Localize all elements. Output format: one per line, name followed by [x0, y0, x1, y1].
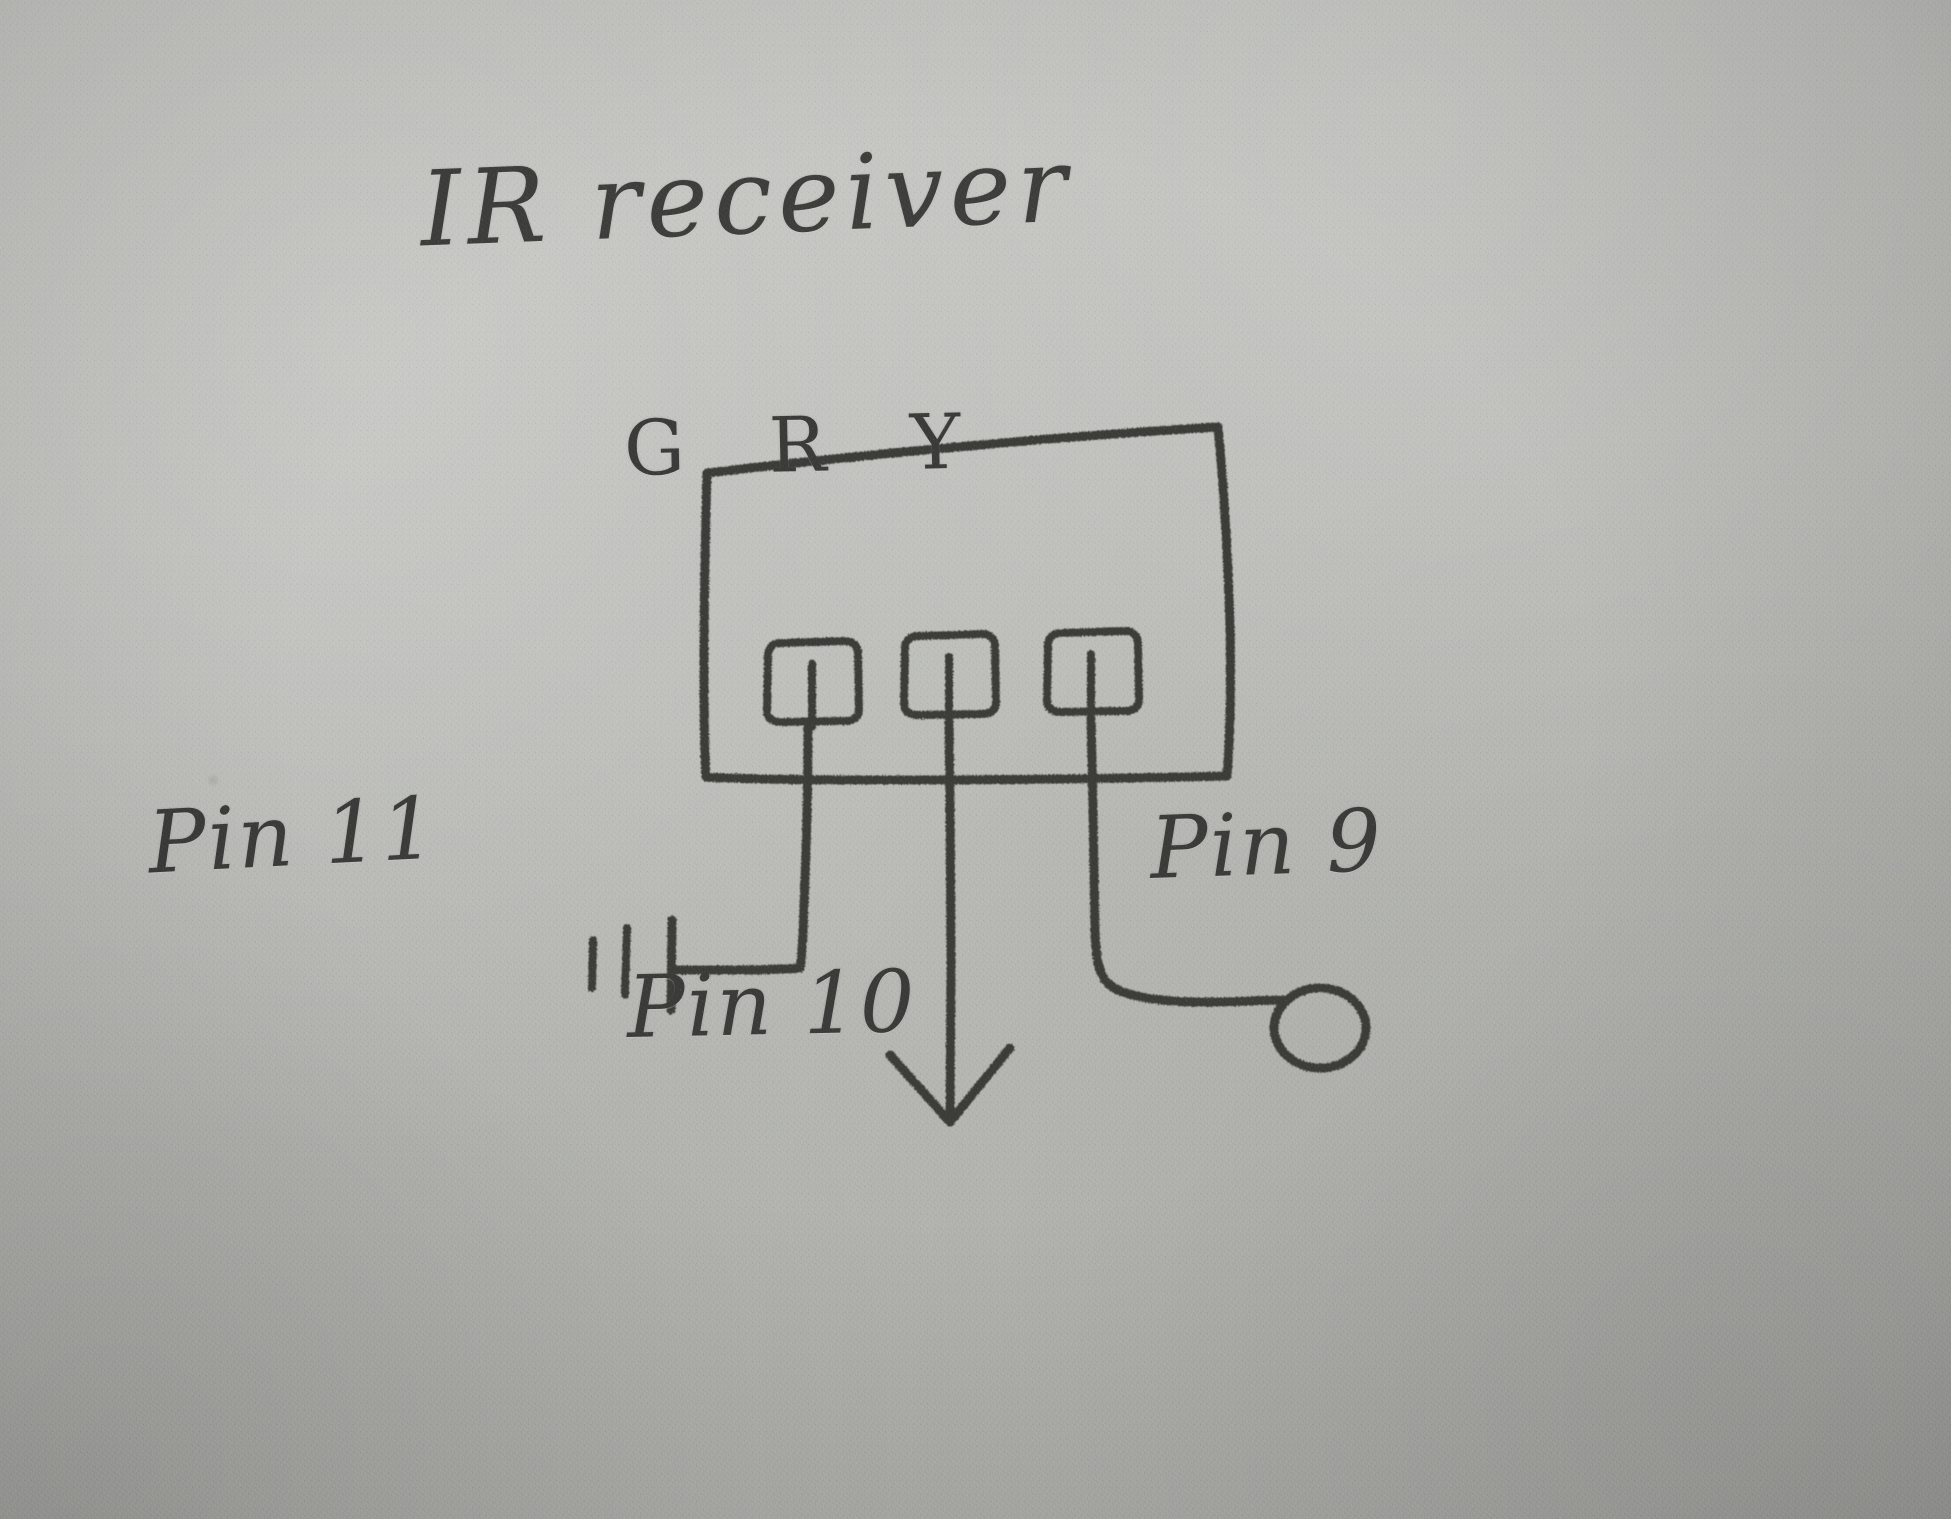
pin-socket-y: [1043, 627, 1143, 723]
pin9-circle-terminal: [1269, 983, 1371, 1073]
wire-r-to-pin10: [944, 717, 956, 1123]
wire-label-pin-9: Pin 9: [1148, 790, 1385, 900]
wire-g-to-pin11: [667, 722, 813, 975]
pin-socket-group: [763, 627, 1143, 731]
pin-socket-g: [763, 637, 863, 731]
pin-socket-r: [900, 630, 1000, 726]
arrowhead-down-icon: [885, 1043, 1015, 1127]
wire-label-pin-10: Pin 10: [625, 951, 918, 1059]
wire-label-pin-11: Pin 11: [145, 778, 440, 894]
wire-g-hatch-ticks: [588, 924, 631, 999]
module-pin-letters: G R Y: [623, 396, 992, 493]
diagram-title: IR receiver: [417, 123, 1075, 271]
